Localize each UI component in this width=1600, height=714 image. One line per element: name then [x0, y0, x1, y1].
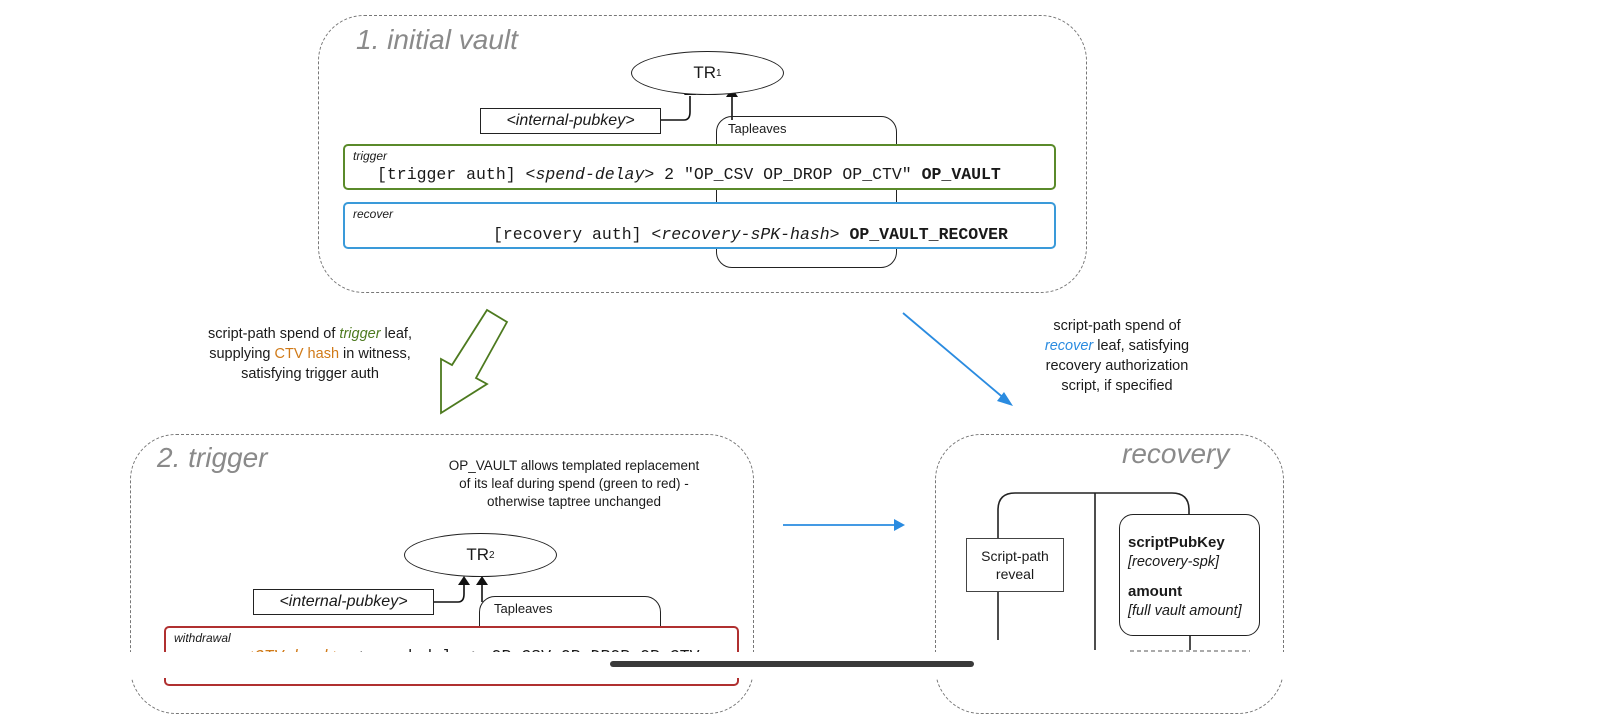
recover-spend-arrowhead — [997, 392, 1013, 406]
recover-caption-leaf: recover — [1044, 338, 1094, 354]
trigger-spend-arrow — [440, 308, 509, 415]
internal-pubkey-box-1: <internal-pubkey> — [480, 108, 661, 134]
initial-vault-section — [318, 15, 1087, 293]
recovery-section-title: recovery — [1122, 438, 1230, 469]
amount-key: amount — [1128, 583, 1183, 600]
tr1-subscript: 1 — [716, 67, 722, 79]
recover-leaf-script: [recovery auth] <recovery-sPK-hash> OP_V… — [493, 225, 1008, 244]
tapleaves-label-2: Tapleaves — [494, 601, 553, 616]
trigger-section-note: OP_VAULT allows templated replacement of… — [418, 457, 730, 511]
amount-value: [full vault amount] — [1128, 603, 1242, 619]
tapleaves-to-tr2-arrowhead — [476, 576, 488, 585]
tr2-subscript: 2 — [489, 549, 495, 561]
recover-script-opcode: OP_VAULT_RECOVER — [849, 225, 1008, 244]
recover-caption-line2: leaf, satisfying — [1093, 338, 1190, 354]
trigger-note-line1: OP_VAULT allows templated replacement — [448, 458, 700, 473]
recover-caption-line3: recovery authorization — [1045, 358, 1189, 374]
trigger-script-rest: > 2 "OP_CSV OP_DROP OP_CTV" — [644, 165, 922, 184]
trigger-leaf: trigger [trigger auth] <spend-delay> 2 "… — [343, 144, 1056, 190]
recover-spend-arrow — [902, 312, 1007, 401]
script-path-reveal-box: Script-path reveal — [966, 538, 1064, 592]
trigger-leaf-tag: trigger — [353, 149, 388, 163]
reveal-line1: Script-path — [981, 548, 1049, 564]
pubkey-to-tr1-arrow — [661, 96, 691, 121]
internal-pubkey-box-2: <internal-pubkey> — [253, 589, 434, 615]
tapleaves-label-1: Tapleaves — [728, 121, 787, 136]
recovery-tree-bracket — [997, 492, 1190, 640]
initial-vault-title: 1. initial vault — [356, 24, 518, 55]
trigger-script-italic: spend-delay — [535, 165, 645, 184]
recover-leaf: recover [recovery auth] <recovery-sPK-ha… — [343, 202, 1056, 249]
reveal-line2: reveal — [995, 566, 1035, 582]
trigger-script-opcode: OP_VAULT — [921, 165, 1001, 184]
recover-caption-line4: script, if specified — [1061, 378, 1173, 394]
horizontal-scrollbar[interactable] — [610, 661, 974, 667]
trigger-note-line2: of its leaf during spend (green to red) … — [459, 476, 689, 491]
trigger-to-recovery-arrowhead — [894, 519, 905, 531]
trigger-caption-part3: leaf, — [380, 326, 412, 342]
recover-script-italic: recovery-sPK-hash — [661, 225, 830, 244]
trigger-caption-part4: supplying — [209, 346, 275, 362]
spk-value: [recovery-spk] — [1128, 554, 1220, 570]
trigger-caption-part7: satisfying trigger auth — [241, 366, 379, 382]
trigger-caption-ctv-hash: CTV hash — [274, 346, 340, 362]
recover-script-plain: [recovery auth] < — [493, 225, 662, 244]
withdrawal-leaf-tag: withdrawal — [174, 631, 231, 645]
trigger-caption-leaf: trigger — [339, 326, 381, 342]
trigger-caption-part6: in witness, — [339, 346, 411, 362]
spk-key: scriptPubKey — [1128, 534, 1225, 551]
tapleaves-container-1 — [716, 116, 897, 268]
pubkey-to-tr2-arrowhead — [458, 576, 470, 585]
trigger-script-plain: [trigger auth] < — [377, 165, 536, 184]
tr2-label: TR — [466, 545, 490, 564]
trigger-leaf-script: [trigger auth] <spend-delay> 2 "OP_CSV O… — [377, 165, 1001, 184]
trigger-spend-caption: script-path spend of trigger leaf, suppl… — [186, 324, 434, 384]
recover-script-rest: > — [829, 225, 850, 244]
connectors-layer — [434, 86, 1250, 652]
recovery-output-card: scriptPubKey [recovery-spk] amount [full… — [1119, 514, 1260, 636]
trigger-note-line3: otherwise taptree unchanged — [486, 494, 662, 509]
recover-spend-caption: script-path spend of recover leaf, satis… — [1012, 316, 1222, 396]
tr1-label: TR — [693, 63, 717, 82]
recover-caption-line1: script-path spend of — [1053, 318, 1181, 334]
recover-leaf-tag: recover — [353, 207, 394, 221]
trigger-caption-part1: script-path spend of — [208, 326, 340, 342]
trigger-section-title: 2. trigger — [157, 442, 268, 473]
pubkey-to-tr2-arrow — [434, 584, 465, 603]
